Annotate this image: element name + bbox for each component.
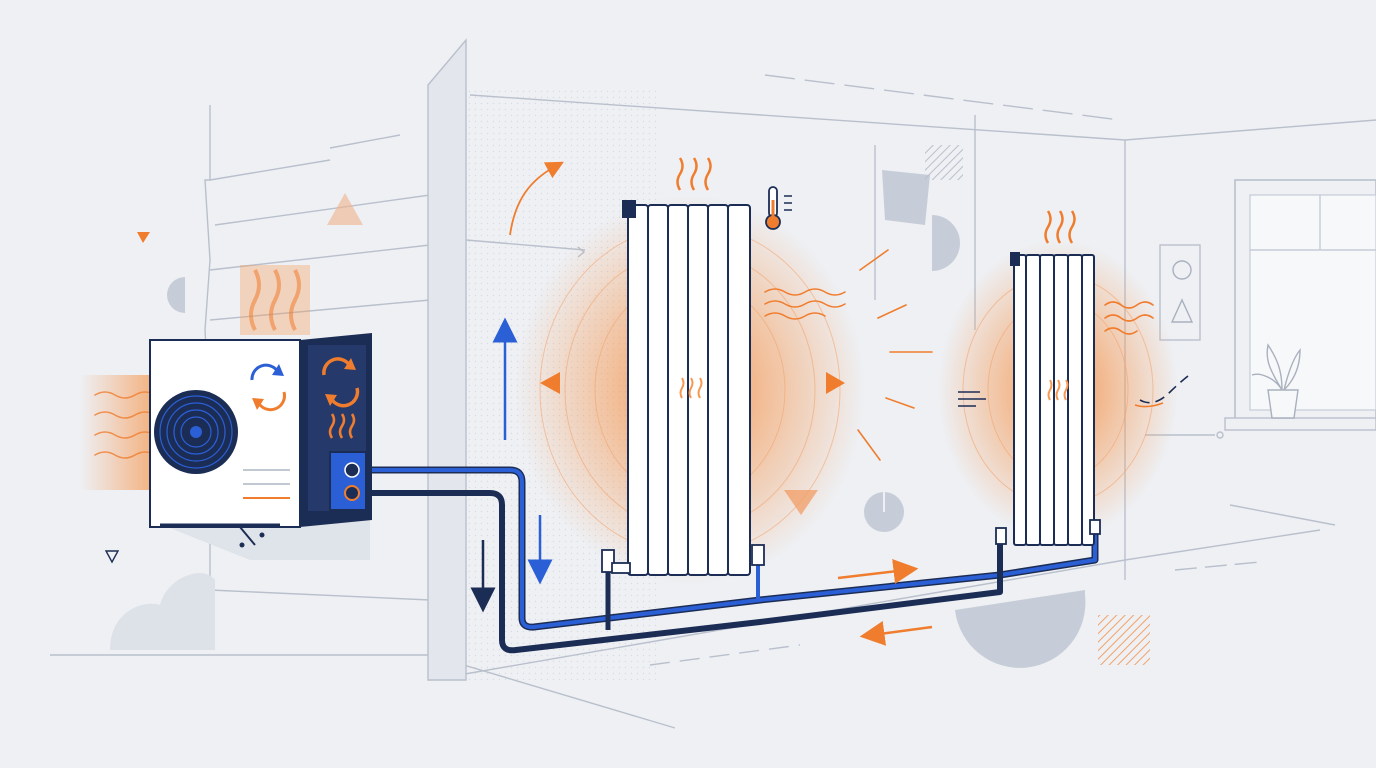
ceiling-dash	[765, 75, 1120, 120]
thermometer-icon	[766, 187, 792, 229]
pipe-connector-box	[330, 452, 366, 510]
heat-wave-icon	[678, 158, 711, 190]
fan-icon	[154, 390, 238, 474]
wall-line	[1175, 562, 1260, 570]
spark-lines	[858, 250, 932, 460]
heat-pump-unit	[95, 270, 372, 560]
heat-wave-icon	[1046, 211, 1075, 243]
flow-right-arrow	[838, 570, 906, 578]
flow-left-arrow	[872, 627, 932, 635]
wall-line	[1230, 505, 1335, 525]
floor-dash	[650, 645, 800, 665]
window	[1225, 180, 1376, 430]
